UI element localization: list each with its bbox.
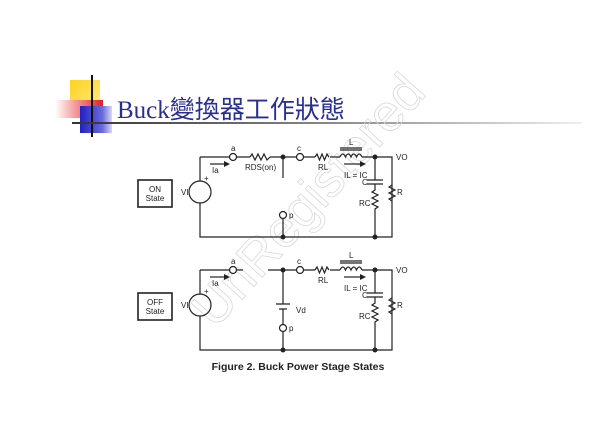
inductor-icon <box>339 147 363 159</box>
rc-label: RC <box>359 312 371 321</box>
voltage-source-icon <box>188 293 212 317</box>
rl-resistor-icon <box>314 152 330 162</box>
r-label: R <box>397 301 403 310</box>
node-c <box>295 265 305 275</box>
rc-label: RC <box>359 199 371 208</box>
off-state-box <box>137 292 173 321</box>
current-label: IL = IC <box>344 284 368 293</box>
state-label: OFF <box>147 298 163 307</box>
rds-resistor-icon <box>249 152 271 162</box>
node-label: a <box>231 257 236 266</box>
node-p <box>278 210 288 220</box>
node-label: c <box>297 257 301 266</box>
state-label: ON <box>149 185 161 194</box>
rl-label: RL <box>318 163 329 172</box>
node-label: c <box>297 144 301 153</box>
state-label: State <box>146 194 165 203</box>
rl-label: RL <box>318 276 329 285</box>
plus-label: + <box>204 287 209 296</box>
inductor-label: L <box>349 251 354 260</box>
watermark: UnRegistered <box>181 63 437 338</box>
rl-resistor-icon <box>314 265 330 275</box>
rds-label: RDS(on) <box>245 163 276 172</box>
on-state-box <box>137 179 173 208</box>
current-label: Ia <box>212 166 219 175</box>
node-label: a <box>231 144 236 153</box>
load-resistor-icon <box>387 184 397 202</box>
plus-label: + <box>204 174 209 183</box>
state-label: State <box>146 307 165 316</box>
node-label: p <box>289 324 294 333</box>
switch-node-a <box>228 265 238 275</box>
vo-label: VO <box>396 266 408 275</box>
source-label: VI <box>181 188 189 197</box>
title-underline <box>72 122 582 124</box>
slide-title: Buck變換器工作狀態 <box>117 97 345 124</box>
current-label: Ia <box>212 279 219 288</box>
inductor-icon <box>339 260 363 272</box>
capacitor-rc-icon <box>367 157 383 237</box>
node-c <box>295 152 305 162</box>
source-label: VI <box>181 301 189 310</box>
load-resistor-icon <box>387 297 397 315</box>
diode-label: Vd <box>296 306 306 315</box>
figure-caption: Figure 2. Buck Power Stage States <box>212 361 385 373</box>
voltage-source-icon <box>188 180 212 204</box>
vertical-line-decoration <box>91 75 93 137</box>
cap-label: C <box>362 178 368 187</box>
blue-square-decoration <box>80 106 112 133</box>
node-p <box>278 323 288 333</box>
cap-label: C <box>362 291 368 300</box>
inductor-label: L <box>349 138 354 147</box>
switch-node-a <box>228 152 238 162</box>
current-label: IL = IC <box>344 171 368 180</box>
diode-source-icon <box>276 270 290 350</box>
capacitor-rc-icon <box>367 270 383 350</box>
vo-label: VO <box>396 153 408 162</box>
r-label: R <box>397 188 403 197</box>
node-label: p <box>289 211 294 220</box>
